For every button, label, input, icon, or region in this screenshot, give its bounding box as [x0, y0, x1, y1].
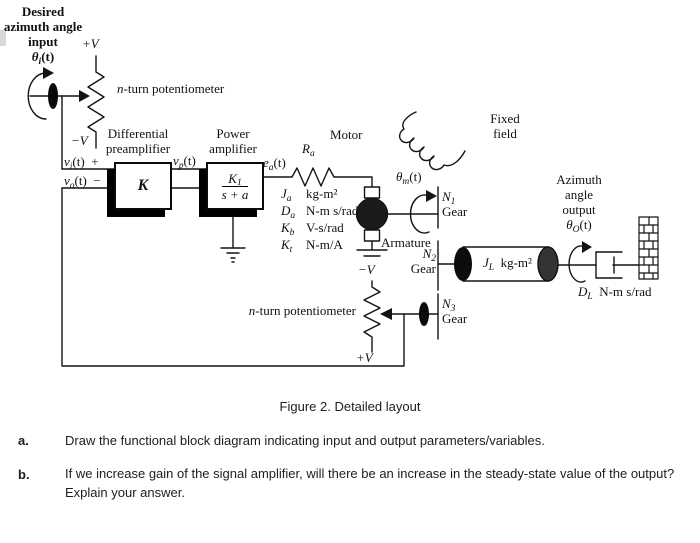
question-b-text-line1: If we increase gain of the signal amplif…	[65, 466, 675, 481]
rail-minus-top: −V	[71, 133, 88, 148]
label-gear-n3: N3 Gear	[442, 296, 468, 326]
damper-symbol	[595, 251, 623, 279]
wall-symbol	[638, 216, 659, 280]
label-vi: vi(t) +	[64, 154, 99, 172]
rail-minus-bottom: −V	[358, 262, 375, 277]
label-vo: vo(t) −	[64, 173, 101, 191]
label-power-amp-title: Power amplifier	[209, 126, 257, 156]
rail-plus-top: +V	[82, 36, 99, 51]
rotation-arrow-output-icon	[568, 241, 592, 283]
label-ea: ea(t)	[263, 155, 286, 173]
ground-icon-motor	[356, 249, 388, 257]
ground-icon-amplifier	[220, 207, 246, 263]
power-amp-block: K1 s + a	[206, 162, 264, 210]
label-vp: vp(t)	[173, 153, 196, 171]
question-b-label: b.	[18, 467, 30, 482]
label-load-inertia: JL kg-m²	[483, 255, 532, 273]
load-cylinder-symbol	[454, 246, 559, 282]
output-heading: Azimuth angle output θO(t)	[556, 172, 602, 235]
question-a-text: Draw the functional block diagram indica…	[65, 433, 545, 448]
figure-caption: Figure 2. Detailed layout	[279, 399, 421, 414]
question-a-label: a.	[18, 433, 29, 448]
label-ra: Ra	[302, 141, 315, 159]
power-amp-transfer-function: K1 s + a	[221, 170, 249, 202]
field-coil-icon	[398, 111, 466, 171]
label-preamp-title: Differential preamplifier	[105, 126, 171, 156]
label-fixed-field: Fixed field	[490, 111, 520, 141]
wiper-arrow-icon	[380, 308, 392, 320]
input-heading: Desired azimuth angle input θi(t)	[3, 4, 83, 67]
label-gear-n1: N1 Gear	[442, 189, 468, 219]
label-feedback-potentiometer: n-turn potentiometer	[248, 303, 356, 318]
preamp-block: K	[114, 162, 172, 210]
input-dial-icon	[27, 67, 58, 120]
resistor-ra-symbol	[259, 167, 373, 188]
rotation-arrow-input-icon	[27, 72, 47, 120]
label-input-potentiometer: n-turn potentiometer	[117, 81, 225, 96]
motor-symbol	[355, 186, 389, 242]
preamp-gain: K	[137, 177, 149, 194]
label-motor: Motor	[330, 127, 363, 142]
label-theta-m: θm(t)	[396, 169, 422, 187]
label-load-damping: DL N-m s/rad	[578, 284, 652, 302]
label-gear-n2: N2 Gear	[410, 246, 436, 276]
label-armature: Armature	[381, 235, 431, 250]
feedback-potentiometer-symbol	[363, 280, 392, 353]
rail-plus-bottom: +V	[356, 350, 373, 365]
feedback-dial-icon	[419, 302, 429, 326]
question-b-text-line2: Explain your answer.	[65, 485, 185, 500]
wiper-arrow-icon	[79, 90, 90, 102]
scan-artifact	[0, 30, 6, 46]
rotation-arrow-motor-icon	[409, 190, 437, 234]
input-potentiometer-symbol	[79, 55, 105, 149]
